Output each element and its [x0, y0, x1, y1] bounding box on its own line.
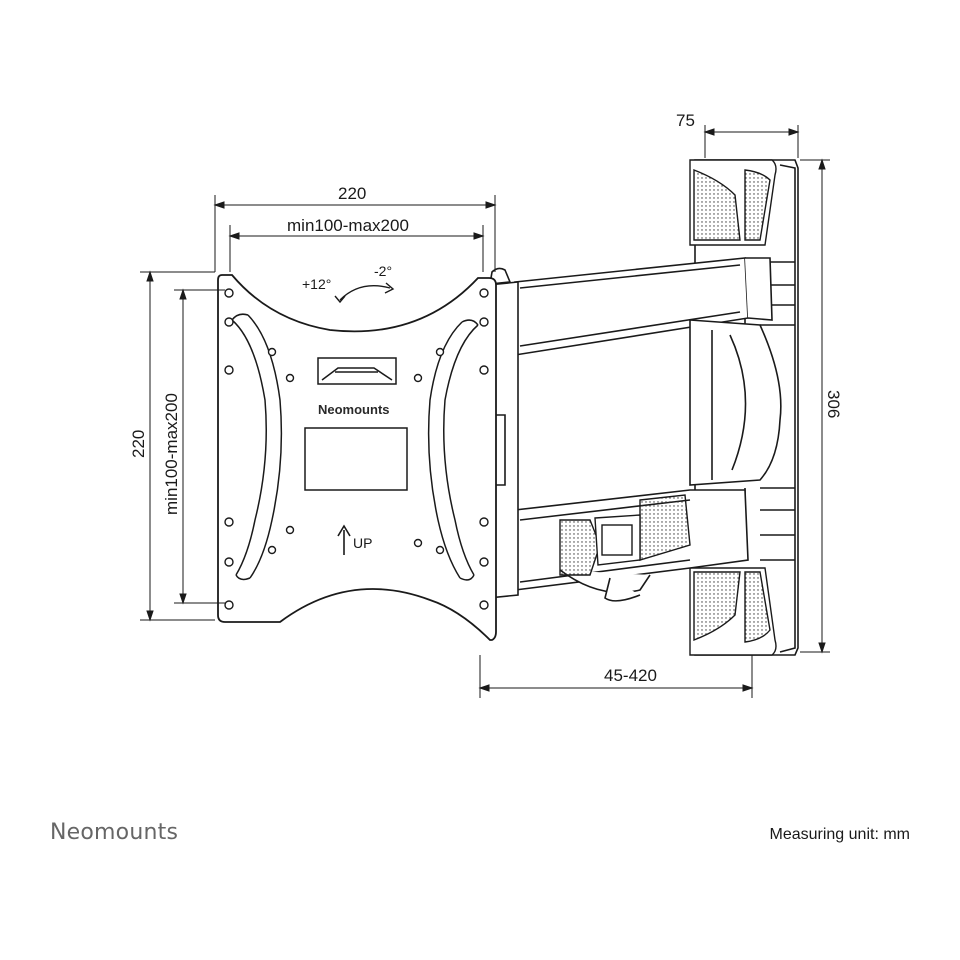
measuring-unit-note: Measuring unit: mm: [769, 826, 911, 843]
dim-wall-plate-depth: 75: [676, 111, 695, 130]
wall-plate-top-cover: [689, 159, 777, 246]
dim-arm-extension: 45-420: [604, 666, 657, 685]
tilt-up-label: +12°: [302, 276, 331, 292]
dim-plate-hole-height: min100-max200: [162, 393, 181, 515]
plate-handle: [317, 357, 397, 385]
dim-wall-plate-height: 306: [824, 390, 843, 418]
lower-arm-cover: [559, 494, 691, 576]
up-arrow-icon: [337, 524, 351, 555]
tilt-arc-icon: [334, 282, 395, 304]
dim-plate-hole-width: min100-max200: [287, 216, 409, 235]
wall-plate-bottom-cover: [689, 567, 777, 656]
plate-holes: [224, 288, 489, 610]
plate-label-area: [304, 427, 408, 491]
dimension-lines: [140, 125, 830, 698]
tilt-down-label: -2°: [374, 263, 392, 279]
plate-logo: Neomounts: [318, 402, 390, 417]
plate-up-label: UP: [353, 535, 372, 551]
brand-logo: Neomounts: [50, 820, 179, 845]
upper-arm: [514, 257, 773, 356]
dim-plate-width: 220: [338, 184, 366, 203]
vertical-joint: [689, 319, 782, 486]
dim-plate-height: 220: [129, 430, 148, 458]
